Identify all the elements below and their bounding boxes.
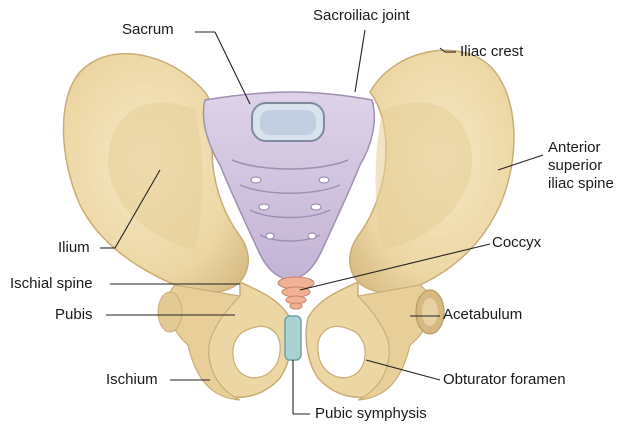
label-iliac-crest: Iliac crest bbox=[460, 43, 523, 61]
label-ischial-spine: Ischial spine bbox=[10, 275, 93, 293]
label-pubic-symphysis: Pubic symphysis bbox=[315, 405, 427, 423]
label-obturator-foramen: Obturator foramen bbox=[443, 371, 566, 389]
label-ilium: Ilium bbox=[58, 239, 90, 257]
label-acetabulum: Acetabulum bbox=[443, 306, 522, 324]
label-sacroiliac-joint: Sacroiliac joint bbox=[313, 7, 410, 25]
label-pubis: Pubis bbox=[55, 306, 93, 324]
coccyx-shape bbox=[278, 277, 314, 309]
label-ischium: Ischium bbox=[106, 371, 158, 389]
label-coccyx: Coccyx bbox=[492, 234, 541, 252]
label-anterior-superior-iliac-spine: Anterior superior iliac spine bbox=[548, 139, 628, 193]
pubic-symphysis-shape bbox=[285, 316, 301, 360]
label-sacrum: Sacrum bbox=[122, 21, 174, 39]
